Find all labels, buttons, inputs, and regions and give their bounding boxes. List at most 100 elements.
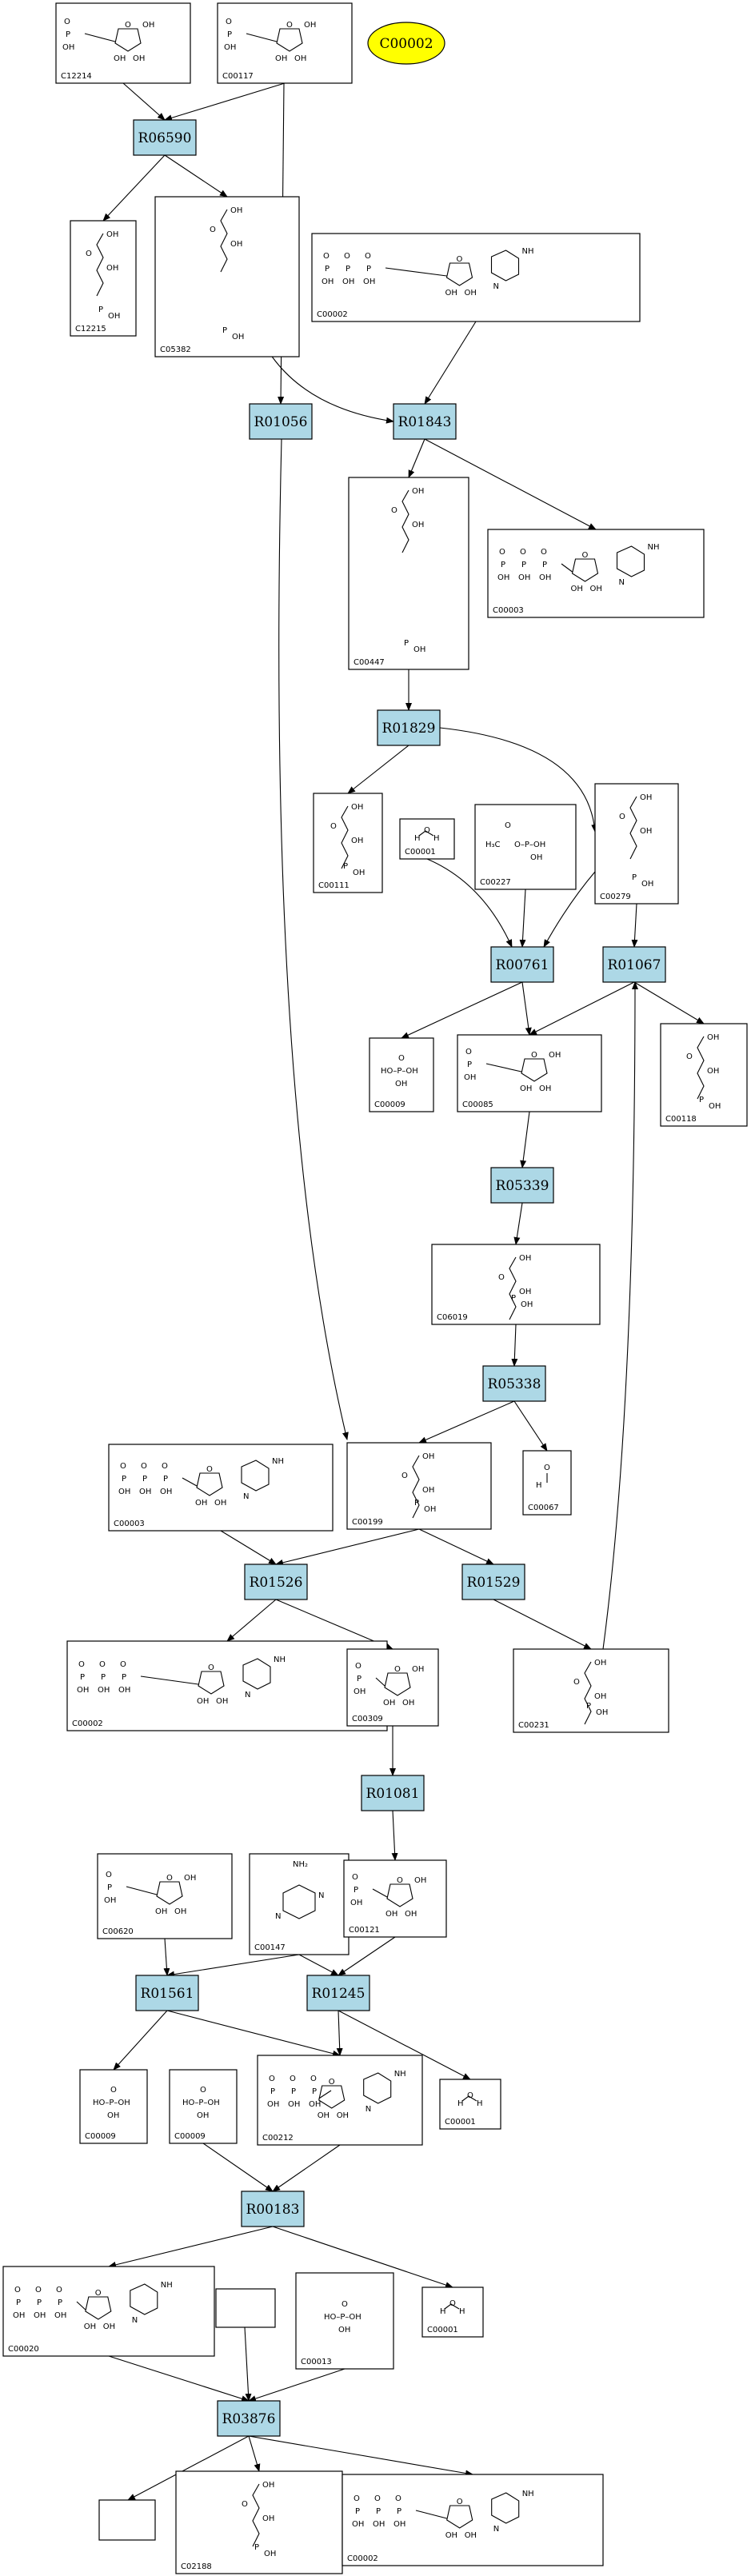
compound-id-label: C00227: [480, 878, 511, 887]
bond: [76, 2301, 86, 2310]
reaction-node[interactable]: R01529: [461, 1564, 525, 1600]
reaction-box: [393, 403, 457, 440]
atom-glyph: P: [98, 306, 103, 314]
compound-box: [108, 1444, 334, 1532]
atom-glyph: OH: [351, 803, 363, 812]
reaction-node[interactable]: R06590: [133, 119, 197, 156]
atom-glyph: N: [245, 1691, 250, 1699]
atom-glyph: OH: [350, 1899, 362, 1907]
reaction-node[interactable]: R01829: [377, 709, 441, 746]
reaction-node[interactable]: R01081: [361, 1775, 425, 1811]
pathway-edge: [408, 438, 425, 478]
atom-glyph: OH: [322, 278, 334, 286]
atom-glyph: OH: [402, 1699, 414, 1707]
reaction-node[interactable]: R01843: [393, 403, 457, 440]
reaction-box: [133, 119, 197, 156]
atom-glyph: OH: [230, 240, 242, 249]
compound-box: [431, 1244, 601, 1325]
compound-id-label: C00447: [354, 658, 385, 667]
atom-glyph: OH: [174, 1907, 186, 1916]
atom-glyph: O: [467, 2091, 473, 2100]
reaction-node[interactable]: R00761: [490, 946, 554, 983]
reaction-node[interactable]: R03876: [217, 2400, 281, 2437]
reaction-node[interactable]: R01067: [602, 946, 666, 983]
reaction-node[interactable]: R01561: [135, 1975, 199, 2011]
compound-box: [513, 1648, 669, 1733]
atom-glyph: P: [542, 561, 547, 569]
reaction-node[interactable]: R01245: [306, 1975, 370, 2011]
carbon-chain: [697, 1036, 705, 1100]
reaction-id-label: R01561: [141, 1986, 194, 2002]
reaction-node[interactable]: R01526: [244, 1564, 308, 1600]
atom-glyph: NH: [648, 543, 660, 552]
empty-compound-box[interactable]: [215, 2288, 276, 2328]
compound-box: [343, 1859, 447, 1938]
pathway-edge: [424, 321, 477, 405]
compound-id-label: C00009: [174, 2132, 206, 2141]
reaction-id-label: R01829: [382, 721, 436, 737]
compound-box: [457, 1034, 602, 1112]
reaction-node[interactable]: R05339: [490, 1167, 554, 1204]
compound-box: [295, 2272, 394, 2370]
reaction-node[interactable]: R01056: [249, 403, 313, 440]
pathway-edge: [244, 2326, 252, 2402]
atom-glyph: O: [226, 18, 232, 26]
atom-glyph: OH: [54, 2311, 66, 2320]
compound-id-label: C00067: [528, 1504, 559, 1512]
compound-id-label: C05382: [160, 345, 191, 354]
reaction-node[interactable]: R00183: [241, 2191, 305, 2227]
highlight-compound[interactable]: C00002: [367, 22, 445, 65]
compound-id-label: C00279: [600, 893, 631, 901]
empty-compound-box[interactable]: [98, 2499, 156, 2541]
atom-glyph: OH: [106, 264, 118, 273]
bond: [126, 1886, 158, 1895]
reaction-box: [377, 709, 441, 746]
reaction-node[interactable]: R05338: [482, 1365, 546, 1402]
compound-box: [346, 1648, 439, 1727]
pathway-edge: [424, 438, 597, 530]
carbon-chain: [509, 1256, 517, 1320]
compound-id-label: C00309: [352, 1715, 383, 1723]
compound-box: [439, 2079, 501, 2130]
atom-glyph: NH: [394, 2070, 406, 2079]
atom-glyph: O: [269, 2075, 275, 2083]
carbon-chain: [341, 805, 349, 869]
compound-id-label: C00620: [102, 1927, 134, 1936]
bond: [372, 1888, 388, 1898]
atom-glyph: OH: [214, 1499, 226, 1508]
carbon-chain: [584, 1661, 592, 1725]
